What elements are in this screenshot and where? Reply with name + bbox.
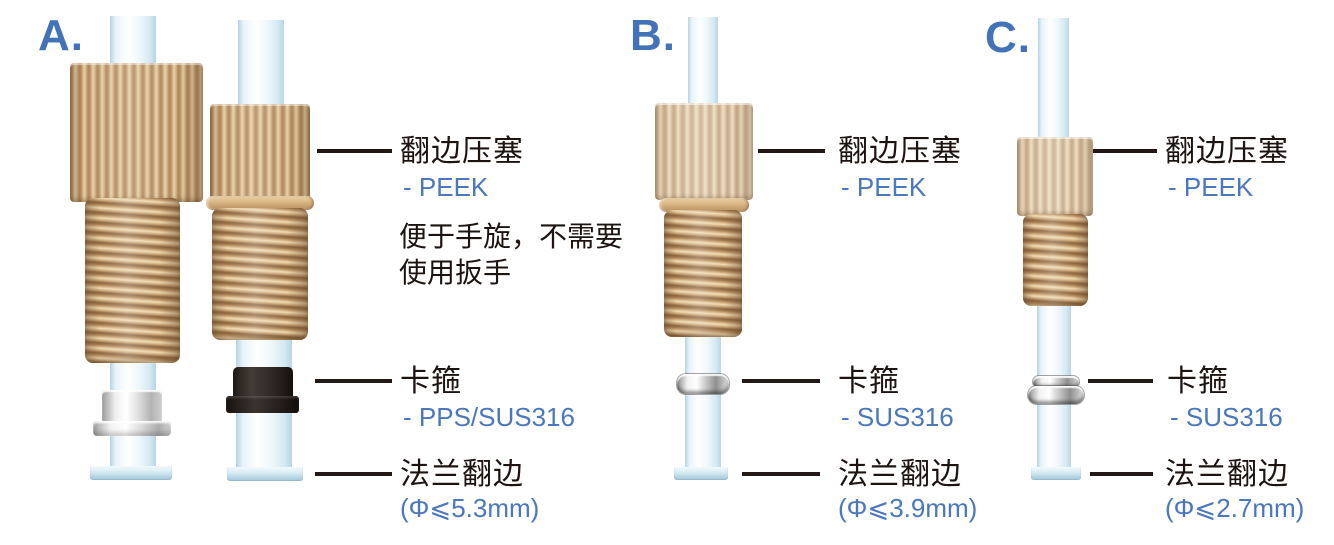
tube <box>1038 18 1069 146</box>
clamp-material: - SUS316 <box>1170 402 1283 432</box>
leader-line <box>315 379 392 383</box>
knurled-nut-head <box>210 104 310 204</box>
flanged-tube-end <box>90 466 172 480</box>
clamp-label: 卡箍 <box>838 365 900 398</box>
threaded-shaft <box>85 198 180 363</box>
flange-spec: (Φ⩽5.3mm) <box>400 493 540 523</box>
leader-line <box>317 149 392 153</box>
ferrule-clamp-black-lip <box>226 396 299 413</box>
ferrule-clamp-black <box>233 367 293 398</box>
threaded-shaft <box>212 208 308 340</box>
plug-material: - PEEK <box>1168 172 1254 202</box>
nut-collar <box>206 196 314 210</box>
nut-collar <box>659 198 749 212</box>
knurled-nut-head <box>1017 137 1093 216</box>
clamp-material: - PPS/SUS316 <box>403 402 575 432</box>
leader-line <box>1093 149 1157 153</box>
plug-material: - PEEK <box>841 172 927 202</box>
clamp-material: - SUS316 <box>841 402 954 432</box>
section-c-letter: C. <box>985 13 1031 62</box>
hand-tighten-note-line1: 便于手旋，不需要 <box>399 221 624 252</box>
leader-line <box>315 472 392 476</box>
leader-line <box>742 472 820 476</box>
leader-line <box>742 379 820 383</box>
section-a-letter: A. <box>38 11 84 60</box>
ferrule-clamp-ring <box>677 374 729 394</box>
plug-label: 翻边压塞 <box>838 135 962 168</box>
flange-label: 法兰翻边 <box>400 458 524 491</box>
plug-material: - PEEK <box>403 172 489 202</box>
ferrule-clamp-ring <box>1033 376 1079 388</box>
flange-spec: (Φ⩽2.7mm) <box>1165 493 1305 523</box>
plug-label: 翻边压塞 <box>1165 135 1289 168</box>
leader-line <box>1088 379 1153 383</box>
clamp-label: 卡箍 <box>1167 365 1229 398</box>
knurled-nut-head <box>70 63 203 202</box>
tube <box>685 330 721 480</box>
flanged-tube-end <box>1031 467 1081 480</box>
threaded-shaft <box>664 210 742 337</box>
leader-line <box>1090 472 1153 476</box>
flange-label: 法兰翻边 <box>1165 458 1289 491</box>
clamp-label: 卡箍 <box>400 365 462 398</box>
flanged-tube-end <box>674 467 728 480</box>
tube <box>688 17 718 112</box>
flanged-tube-end <box>227 467 303 481</box>
flange-label: 法兰翻边 <box>838 458 962 491</box>
ferrule-clamp-silver-lip <box>93 421 171 436</box>
section-b-letter: B. <box>630 11 676 60</box>
knurled-nut-head <box>655 103 753 200</box>
leader-line <box>758 149 825 153</box>
ferrule-clamp-silver <box>102 390 162 422</box>
tube <box>238 20 284 115</box>
hand-tighten-note-line2: 使用扳手 <box>399 257 512 288</box>
flange-spec: (Φ⩽3.9mm) <box>838 493 978 523</box>
plug-label: 翻边压塞 <box>400 135 524 168</box>
threaded-shaft <box>1023 214 1088 306</box>
ferrule-clamp-ring <box>1028 386 1084 404</box>
